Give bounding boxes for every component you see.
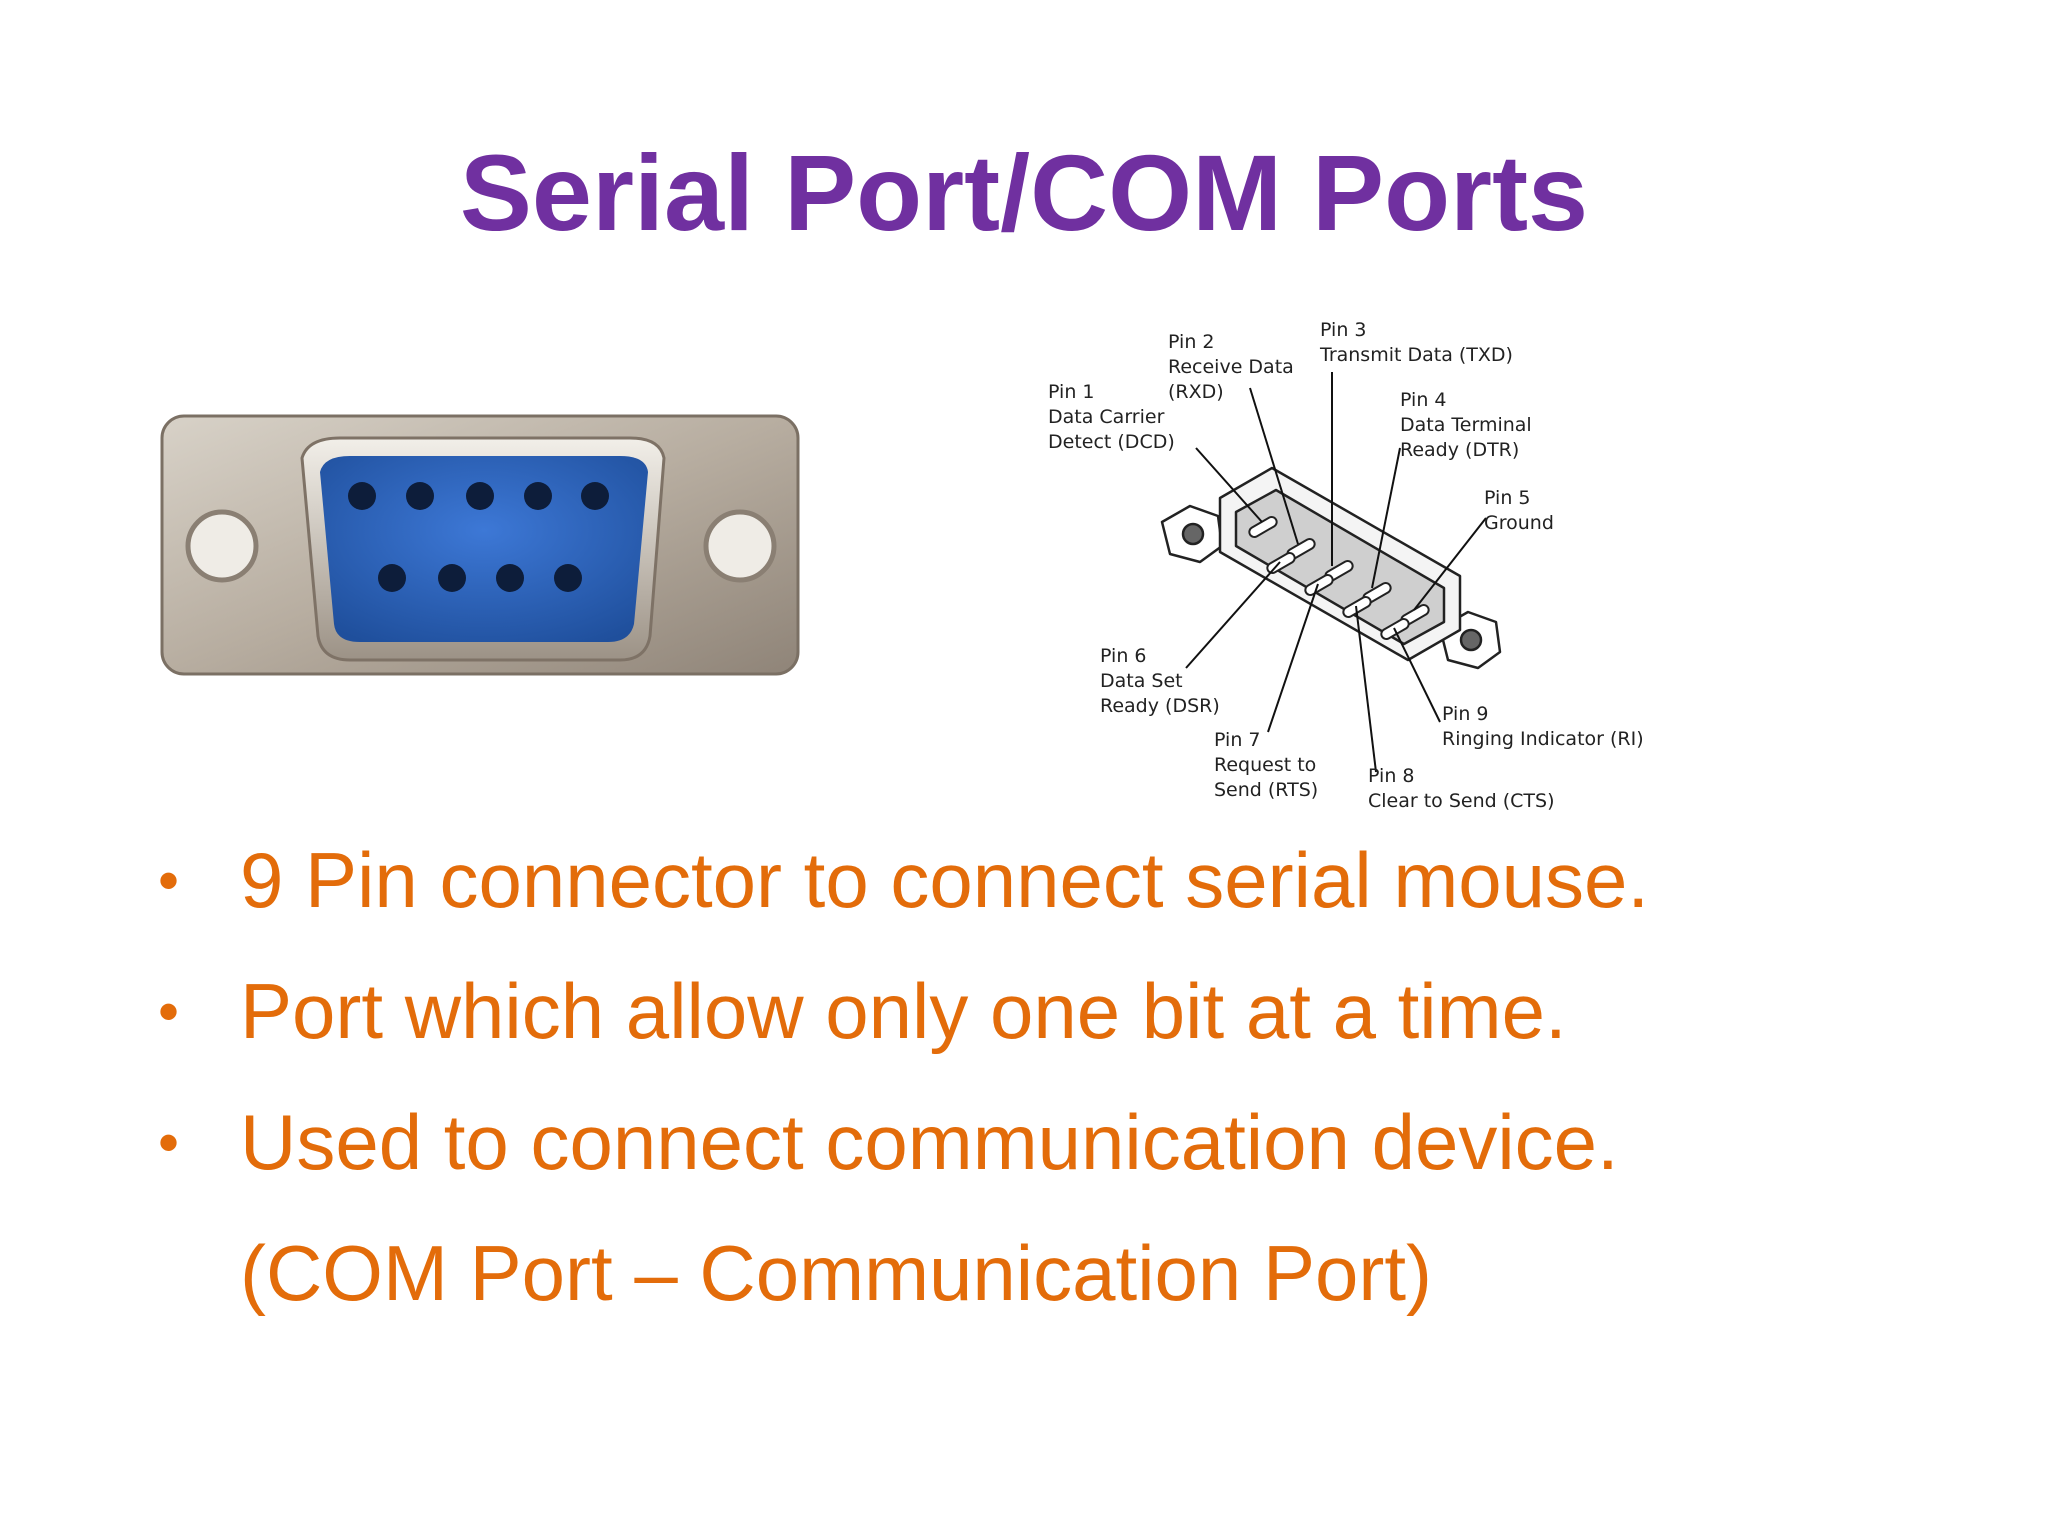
bullet-list: • 9 Pin connector to connect serial mous… [150,815,2000,1339]
bullet-dot-icon: • [158,1109,180,1176]
bullet-item: • 9 Pin connector to connect serial mous… [150,815,2000,946]
bullet-item: • Used to connect communication device. [150,1077,2000,1208]
slide-title: Serial Port/COM Ports [459,132,1589,253]
bullet-text: Used to connect communication device. [240,1098,1619,1186]
bullet-continuation: (COM Port – Communication Port) [240,1229,1432,1317]
bullet-text: Port which allow only one bit at a time. [240,967,1567,1055]
bullet-dot-icon: • [158,847,180,914]
bullet-dot-icon: • [158,978,180,1045]
db9-connector-photo [150,398,810,698]
bullet-text: 9 Pin connector to connect serial mouse. [240,836,1650,924]
bullet-item: • Port which allow only one bit at a tim… [150,946,2000,1077]
